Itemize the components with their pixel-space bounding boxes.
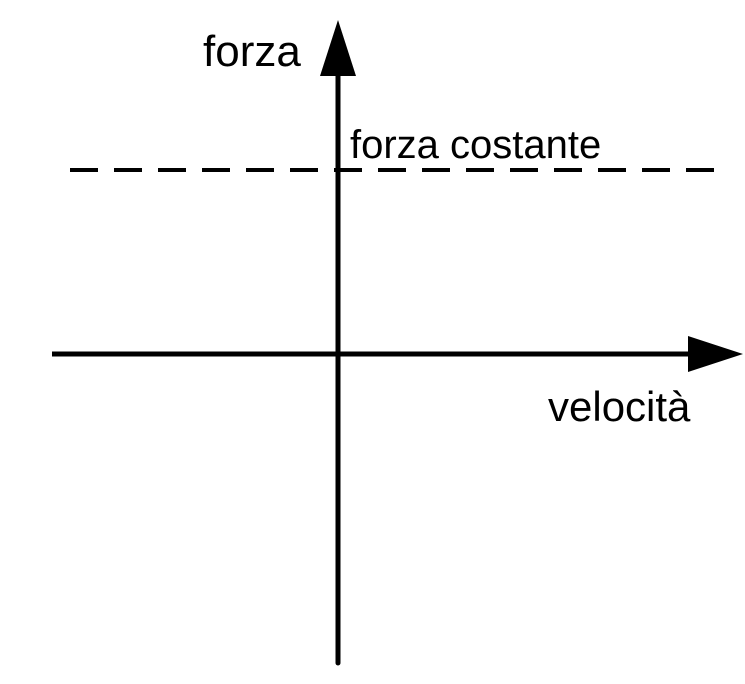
y-axis-label: forza [203, 27, 301, 76]
constant-force-label: forza costante [350, 123, 601, 167]
y-axis-arrowhead [320, 20, 356, 76]
x-axis-arrowhead [688, 336, 743, 372]
x-axis-label: velocità [548, 383, 691, 430]
